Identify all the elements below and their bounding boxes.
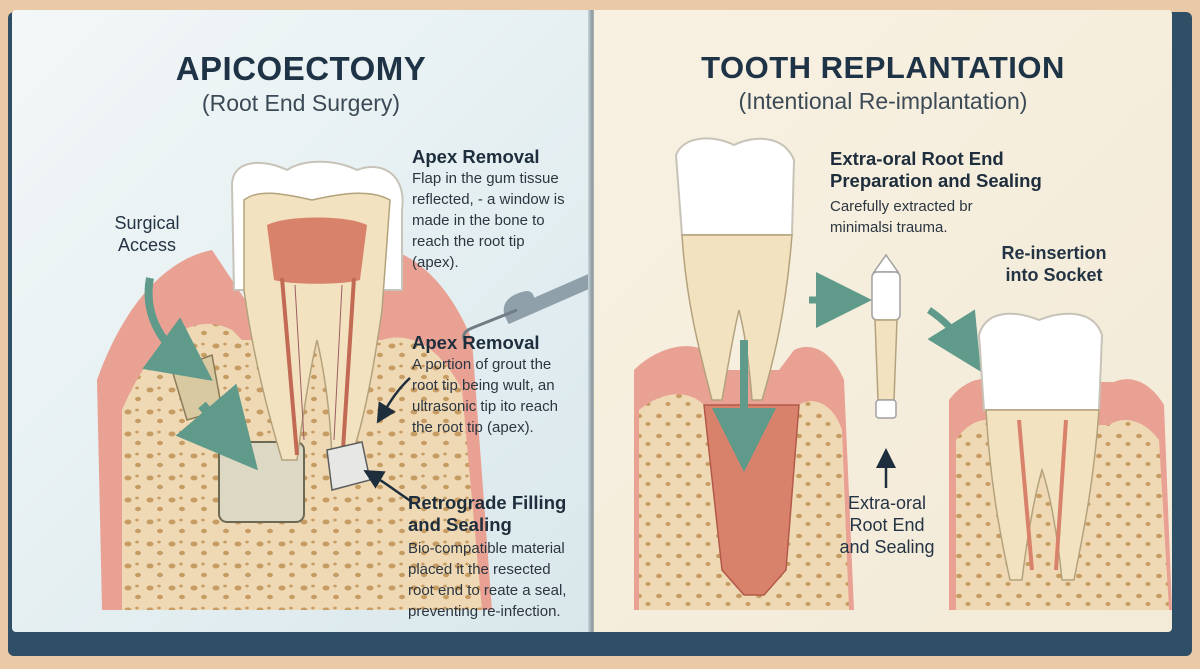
page-subtitle: (Root End Surgery) [201,90,401,116]
page-title: APICOECTOMY [175,50,427,87]
apicoectomy-illustration [97,160,590,610]
ultrasonic-instrument-icon [503,273,590,325]
book-spine [588,10,596,632]
apex-pointer [376,377,411,424]
reinserted-tooth-crown [977,312,1104,411]
root-end-filling-icon [871,253,901,419]
tooth-pulp [267,217,367,284]
left-page: APICOECTOMY (Root End Surgery) Surgical … [12,10,590,632]
step-extraoral-preparation: Extra-oral Root End Preparation and Seal… [830,148,1042,236]
step-retrograde-filling: Retrograde Filling and Sealing Bio-compa… [408,492,567,620]
reinserted-tooth-root [985,409,1100,581]
step-apex-removal-1: Apex Removal Flap in the gum tissue refl… [412,146,565,271]
replantation-illustration [634,137,1172,610]
surgical-access-label: Surgical Access [114,213,180,255]
step-apex-removal-2: Apex Removal A portion of grout the root… [412,332,558,436]
window-arrow [175,383,259,471]
surgical-access-arrow [142,277,213,381]
page-subtitle: (Intentional Re-implantation) [738,88,1028,114]
extracted-tooth-root [681,234,793,401]
page-title: TOOTH REPLANTATION [701,50,1065,85]
filling-pointer [363,469,413,504]
extracted-tooth-crown [674,137,796,236]
reinsertion-arrow [927,307,981,372]
reinsertion-label: Re-insertion into Socket [1001,243,1107,285]
extraoral-label: Extra-oral Root End and Sealing [839,493,935,557]
right-page: TOOTH REPLANTATION (Intentional Re-impla… [594,10,1172,632]
